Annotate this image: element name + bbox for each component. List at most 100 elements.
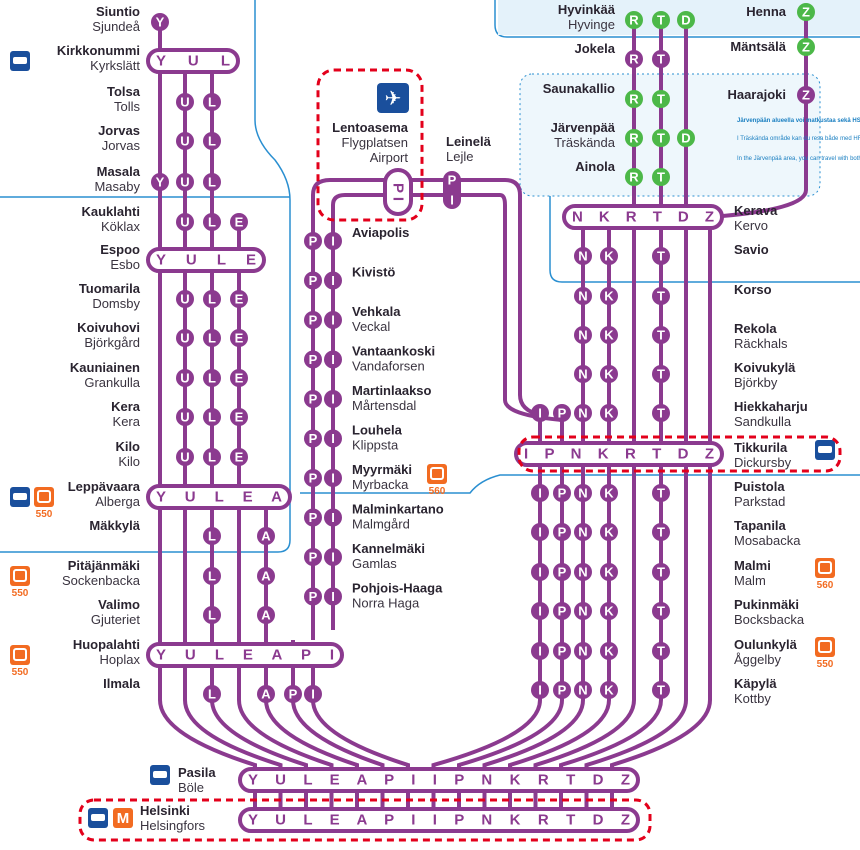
stop-circle[interactable] [203, 213, 221, 231]
stop-circle[interactable] [600, 681, 618, 699]
stop-circle[interactable] [203, 448, 221, 466]
station-pill[interactable] [562, 204, 724, 230]
stop-circle[interactable] [652, 602, 670, 620]
stop-P-circle[interactable] [304, 429, 322, 448]
stop-circle[interactable] [600, 602, 618, 620]
stop-circle[interactable] [203, 606, 221, 624]
stop-circle[interactable] [230, 290, 248, 308]
stop-circle[interactable] [574, 484, 592, 502]
stop-circle[interactable] [531, 484, 549, 502]
stop-I-circle[interactable] [324, 469, 342, 487]
stop-circle[interactable] [553, 404, 571, 422]
stop-circle[interactable] [600, 642, 618, 660]
stop-circle[interactable] [574, 326, 592, 344]
stop-P-circle[interactable] [304, 587, 322, 606]
stop-P-circle[interactable] [304, 271, 322, 290]
stop-circle[interactable] [652, 11, 670, 29]
stop-circle[interactable] [553, 642, 571, 660]
stop-circle[interactable] [574, 365, 592, 383]
stop-circle[interactable] [574, 602, 592, 620]
stop-circle[interactable] [600, 404, 618, 422]
stop-circle[interactable] [176, 408, 194, 426]
stop-circle[interactable] [151, 173, 169, 191]
stop-circle[interactable] [574, 404, 592, 422]
stop-circle[interactable] [652, 247, 670, 265]
stop-circle[interactable] [176, 173, 194, 191]
stop-I-circle[interactable] [324, 548, 342, 566]
stop-circle[interactable] [257, 527, 275, 545]
station-pill[interactable] [514, 441, 724, 467]
stop-circle[interactable] [531, 681, 549, 699]
stop-circle[interactable] [574, 287, 592, 305]
stop-circle[interactable] [203, 408, 221, 426]
stop-circle[interactable] [203, 329, 221, 347]
stop-circle[interactable] [531, 602, 549, 620]
stop-I-circle[interactable] [324, 271, 342, 290]
stop-circle[interactable] [151, 13, 169, 31]
station-pill[interactable] [146, 247, 266, 273]
stop-circle[interactable] [257, 685, 275, 703]
stop-circle[interactable] [230, 369, 248, 387]
stop-circle[interactable] [652, 404, 670, 422]
stop-circle[interactable] [203, 93, 221, 111]
stop-P-circle[interactable] [304, 350, 322, 369]
stop-circle[interactable] [176, 448, 194, 466]
stop-circle[interactable] [600, 287, 618, 305]
stop-circle[interactable] [600, 326, 618, 344]
station-pill[interactable] [146, 48, 240, 74]
stop-circle[interactable] [257, 567, 275, 585]
stop-circle[interactable] [176, 93, 194, 111]
stop-circle[interactable] [652, 129, 670, 147]
stop-circle[interactable] [553, 563, 571, 581]
stop-circle[interactable] [176, 132, 194, 150]
stop-circle[interactable] [600, 247, 618, 265]
stop-circle[interactable] [652, 50, 670, 68]
helsinki-pill[interactable] [238, 807, 640, 833]
stop-circle[interactable] [553, 523, 571, 541]
stop-circle[interactable] [574, 681, 592, 699]
stop-circle[interactable] [203, 685, 221, 703]
stop-circle[interactable] [176, 329, 194, 347]
stop-circle[interactable] [652, 365, 670, 383]
stop-circle[interactable] [531, 563, 549, 581]
stop-circle[interactable] [230, 213, 248, 231]
stop-circle[interactable] [574, 247, 592, 265]
stop-I-circle[interactable] [324, 508, 342, 527]
stop-circle[interactable] [203, 527, 221, 545]
stop-circle[interactable] [230, 329, 248, 347]
stop-P-circle[interactable] [304, 548, 322, 566]
airport-pill[interactable] [383, 168, 413, 216]
stop-circle[interactable] [553, 484, 571, 502]
leinela-stop[interactable] [443, 171, 461, 209]
stop-circle[interactable] [257, 606, 275, 624]
stop-circle[interactable] [531, 404, 549, 422]
stop-I-circle[interactable] [324, 390, 342, 408]
stop-circle[interactable] [677, 129, 695, 147]
stop-circle[interactable] [553, 681, 571, 699]
stop-circle[interactable] [625, 50, 643, 68]
stop-P-circle[interactable] [304, 469, 322, 487]
stop-circle[interactable] [652, 484, 670, 502]
stop-circle[interactable] [203, 567, 221, 585]
stop-I-circle[interactable] [324, 429, 342, 448]
pasila-pill[interactable] [238, 767, 640, 793]
stop-I-circle[interactable] [324, 232, 342, 250]
stop-circle[interactable] [652, 681, 670, 699]
stop-circle[interactable] [230, 448, 248, 466]
stop-circle[interactable] [574, 523, 592, 541]
stop-circle[interactable] [203, 290, 221, 308]
stop-Z-circle[interactable] [797, 86, 815, 104]
stop-circle[interactable] [284, 685, 302, 703]
stop-Z-circle[interactable] [797, 38, 815, 56]
stop-circle[interactable] [574, 563, 592, 581]
stop-circle[interactable] [652, 523, 670, 541]
stop-circle[interactable] [652, 287, 670, 305]
stop-I-circle[interactable] [324, 311, 342, 329]
stop-I-circle[interactable] [324, 587, 342, 606]
stop-circle[interactable] [203, 173, 221, 191]
stop-circle[interactable] [531, 523, 549, 541]
stop-circle[interactable] [625, 90, 643, 108]
stop-P-circle[interactable] [304, 232, 322, 250]
station-pill[interactable] [146, 484, 292, 510]
stop-Z-circle[interactable] [797, 3, 815, 21]
